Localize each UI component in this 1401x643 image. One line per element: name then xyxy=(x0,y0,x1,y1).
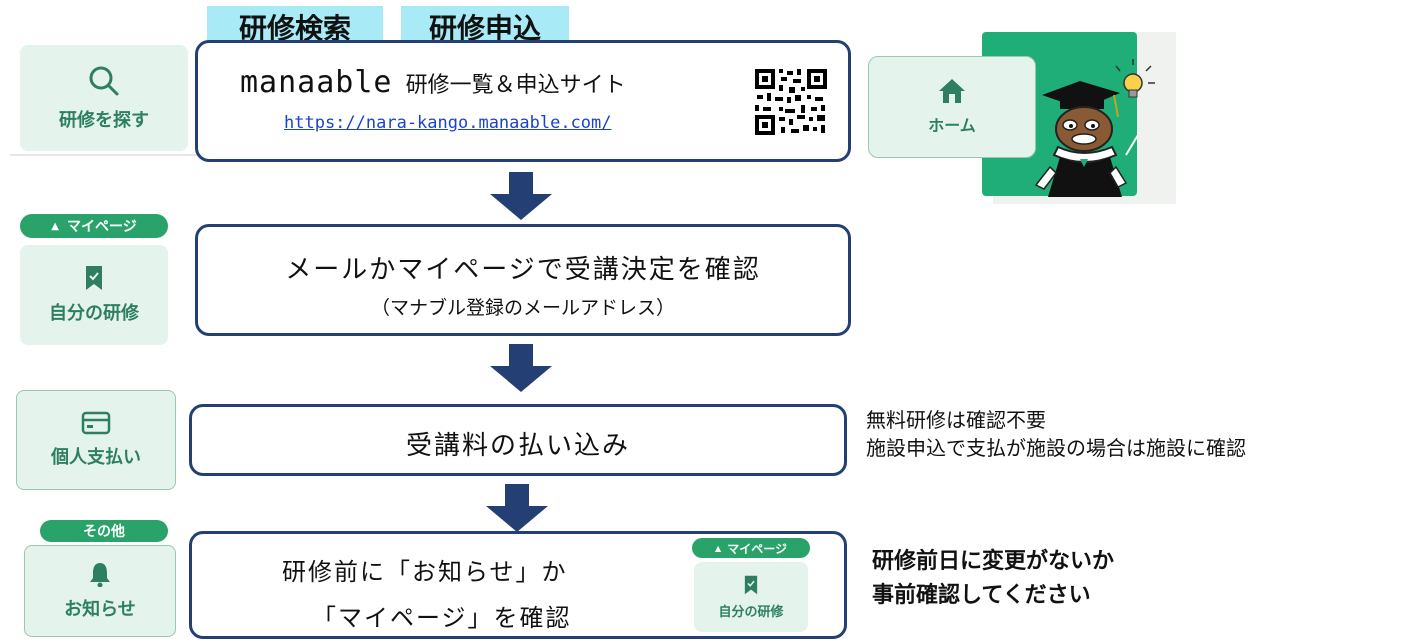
search-tile-label: 研修を探す xyxy=(59,110,149,131)
flow-arrow-1 xyxy=(490,172,552,220)
tile-divider xyxy=(10,154,200,156)
search-tile[interactable]: 研修を探す xyxy=(20,45,188,151)
step2-sub: （マナブル登録のメールアドレス） xyxy=(370,297,675,319)
notice-label: お知らせ xyxy=(64,599,136,620)
check-note-line1: 研修前日に変更がないか xyxy=(872,549,1115,574)
site-url-link[interactable]: https://nara-kango.manaable.com/ xyxy=(284,113,612,133)
search-icon xyxy=(89,66,119,96)
home-tile-label: ホーム xyxy=(928,116,976,135)
site-name: manaable xyxy=(240,65,393,100)
my-training-tile[interactable]: 自分の研修 xyxy=(20,245,168,345)
caret-up-icon: ▲ xyxy=(51,220,59,232)
other-pill-label: その他 xyxy=(83,524,125,540)
step3-title: 受講料の払い込み xyxy=(405,431,630,461)
check-note: 研修前日に変更がないか 事前確認してください xyxy=(872,545,1114,613)
my-training-label: 自分の研修 xyxy=(49,303,139,324)
check-note-line2: 事前確認してください xyxy=(872,583,1091,608)
mini-bookmark-icon xyxy=(744,575,758,594)
mini-my-training-tile[interactable]: 自分の研修 xyxy=(694,562,808,632)
mini-mypage-pill-label: マイページ xyxy=(727,541,787,556)
personal-pay-tile[interactable]: 個人支払い xyxy=(16,390,176,490)
qr-code xyxy=(753,67,829,137)
mini-mypage-pill[interactable]: ▲ マイページ xyxy=(692,538,810,558)
fee-note-line2: 施設申込で支払が施設の場合は施設に確認 xyxy=(866,436,1246,460)
step4-box: 研修前に「お知らせ」か 「マイページ」を確認 ▲ マイページ 自分の研修 xyxy=(189,531,847,639)
mypage-pill[interactable]: ▲ マイページ xyxy=(20,214,168,238)
bell-icon xyxy=(90,563,110,587)
flow-arrow-2 xyxy=(490,344,552,392)
lightbulb-icon xyxy=(1115,59,1155,98)
mypage-pill-label: マイページ xyxy=(66,219,137,235)
step2-title: メールかマイページで受講決定を確認 xyxy=(285,255,761,285)
step1-box: manaable 研修一覧＆申込サイト https://nara-kango.m… xyxy=(195,40,851,162)
step3-box: 受講料の払い込み xyxy=(189,404,847,476)
fee-note-line1: 無料研修は確認不要 xyxy=(866,408,1046,432)
step4-line1: 研修前に「お知らせ」か xyxy=(282,558,568,586)
bookmark-icon xyxy=(86,266,102,290)
site-title-row: manaable 研修一覧＆申込サイト xyxy=(240,65,626,100)
mini-caret-up-icon: ▲ xyxy=(715,543,722,553)
tab-apply-label: 研修申込 xyxy=(428,12,541,45)
mini-my-training-label: 自分の研修 xyxy=(718,604,784,620)
card-icon xyxy=(81,411,111,435)
step2-box: メールかマイページで受講決定を確認 （マナブル登録のメールアドレス） xyxy=(195,224,851,336)
home-tile[interactable]: ホーム xyxy=(868,56,1036,158)
tab-search-label: 研修検索 xyxy=(238,12,351,45)
notice-tile[interactable]: お知らせ xyxy=(24,545,176,637)
step4-line2: 「マイページ」を確認 xyxy=(312,604,572,632)
flow-arrow-3 xyxy=(486,484,548,532)
other-pill[interactable]: その他 xyxy=(40,520,168,542)
home-icon xyxy=(939,79,965,103)
fee-note: 無料研修は確認不要 施設申込で支払が施設の場合は施設に確認 xyxy=(866,406,1246,462)
personal-pay-label: 個人支払い xyxy=(51,447,141,468)
site-desc: 研修一覧＆申込サイト xyxy=(405,73,626,98)
mascot xyxy=(1034,59,1155,197)
